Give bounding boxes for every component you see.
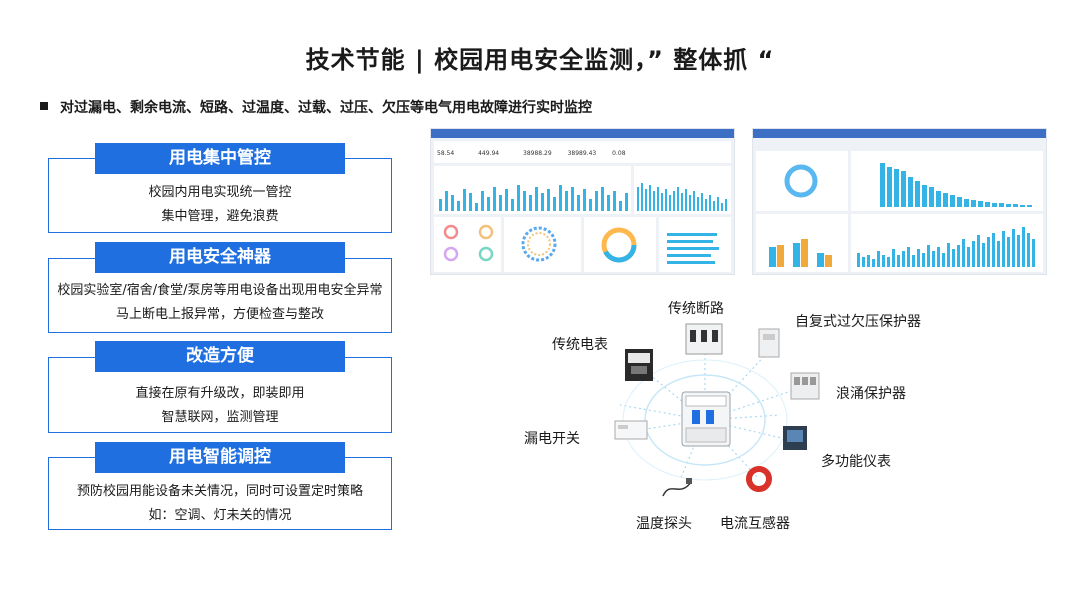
kpi-value: 38989.43 [567,150,597,157]
electric-meter-icon [624,348,654,382]
card-line: 预防校园用能设备未关情况，同时可设置定时策略 [76,484,363,499]
circuit-breaker-icon [685,322,723,356]
dashboard-screenshot-left: 58.54 449.94 38988.29 38989.43 0.08 [430,128,735,275]
card-line: 直接在原有升级改，即装即用 [135,386,305,401]
kpi-value: 0.08 [612,150,626,157]
card-body: 校园实验室/宿舍/食堂/泵房等用电设备出现用电安全异常 马上断电上报异常，方便检… [49,259,391,327]
dashboard-topbar [753,129,1046,138]
label-traditional-breaker: 传统断路 [668,301,724,317]
card-heading: 用电安全神器 [95,242,345,273]
leakage-switch-icon [614,418,648,442]
label-traditional-meter: 传统电表 [552,337,608,353]
label-leakage-switch: 漏电开关 [524,431,580,447]
card-body: 校园内用电实现统一管控 集中管理，避免浪费 [49,159,391,229]
label-temperature-probe: 温度探头 [636,516,692,532]
subtitle: 对过漏电、剩余电流、短路、过温度、过载、过压、欠压等电气用电故障进行实时监控 [40,97,592,117]
current-transformer-icon [746,466,772,492]
surge-protector-icon [790,372,820,400]
card-heading: 改造方便 [95,341,345,372]
subtitle-text: 对过漏电、剩余电流、短路、过温度、过载、过压、欠压等电气用电故障进行实时监控 [60,100,592,116]
kpi-value: 58.54 [437,150,455,157]
card-line: 马上断电上报异常，方便检查与整改 [115,307,324,322]
card-body: 预防校园用能设备未关情况，同时可设置定时策略 如：空调、灯未关的情况 [49,458,391,528]
kpi-value: 38988.29 [523,150,552,157]
label-overvoltage-protector: 自复式过欠压保护器 [795,314,921,330]
multifunction-meter-icon [782,425,808,451]
card-body: 直接在原有升级改，即装即用 智慧联网，监测管理 [49,358,391,430]
card-line: 如：空调、灯未关的情况 [148,508,292,523]
card-line: 校园实验室/宿舍/食堂/泵房等用电设备出现用电安全异常 [57,283,383,298]
card-heading: 用电智能调控 [95,442,345,473]
label-multifunction-meter: 多功能仪表 [821,454,891,470]
label-surge-protector: 浪涌保护器 [836,386,906,402]
card-line: 校园内用电实现统一管控 [148,185,292,200]
dashboard-charts-right [756,151,1043,272]
overvoltage-protector-icon [758,328,780,358]
bullet-square-icon [40,102,48,110]
dashboard-charts-left [434,166,731,272]
kpi-value: 449.94 [478,150,500,157]
temperature-probe-icon [660,476,694,500]
dashboard-topbar [431,129,734,138]
card-heading: 用电集中管控 [95,143,345,174]
smart-breaker-icon [680,388,732,448]
label-current-transformer: 电流互感器 [720,516,790,532]
dashboard-screenshot-right [752,128,1047,275]
kpi-row: 58.54 449.94 38988.29 38989.43 0.08 [434,141,731,163]
page-title: 技术节能 | 校园用电安全监测，” 整体抓 “ [305,46,775,74]
card-line: 智慧联网，监测管理 [161,410,279,425]
card-line: 集中管理，避免浪费 [161,209,279,224]
